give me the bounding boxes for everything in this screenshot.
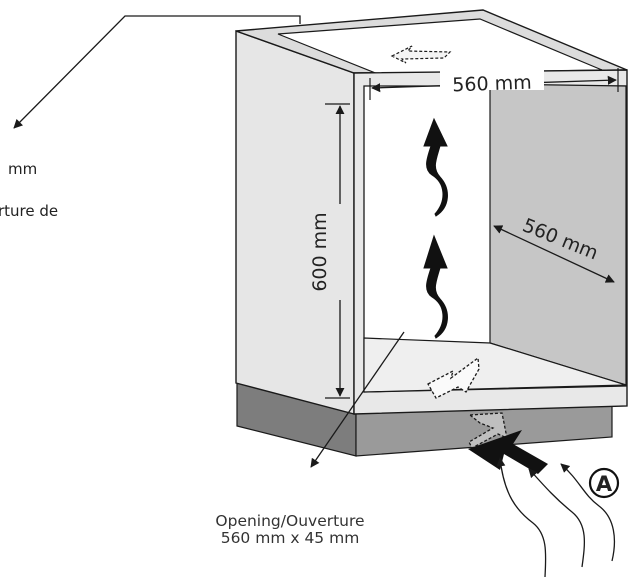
- opening-leader-line: [310, 331, 405, 468]
- callout-a: A: [588, 467, 620, 499]
- cabinet-interior-floor: [363, 337, 627, 393]
- incoming-air-lines: [496, 457, 615, 578]
- dimension-height: 600 mm: [309, 103, 352, 399]
- opening-caption-line2: 560 mm x 45 mm: [220, 529, 360, 547]
- side-text-mm: mm: [8, 160, 37, 178]
- airflow-arrow-upper: [423, 117, 448, 217]
- dimension-height-label: 600 mm: [309, 212, 331, 291]
- callout-a-letter: A: [596, 472, 613, 496]
- dimension-width: 560 mm: [369, 68, 619, 100]
- opening-caption-line1: Opening/Ouverture: [215, 512, 365, 530]
- cabinet-top-frame: [235, 9, 628, 75]
- side-text-ouverture: rture de: [0, 202, 58, 220]
- inflow-arrow: [468, 430, 548, 474]
- floor-vent-arrow: [427, 356, 480, 399]
- opening-caption: Opening/Ouverture 560 mm x 45 mm: [160, 513, 420, 547]
- top-vent-arrow: [390, 45, 452, 64]
- top-leader-line: [13, 15, 301, 129]
- dimension-width-label: 560 mm: [452, 72, 532, 97]
- airflow-arrow-lower: [423, 234, 448, 339]
